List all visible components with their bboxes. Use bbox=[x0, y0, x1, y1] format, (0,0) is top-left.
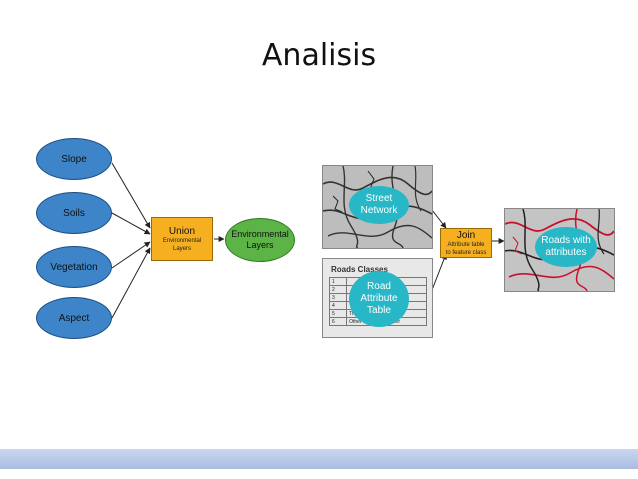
road-label-line2: Attribute bbox=[360, 293, 398, 304]
input-vegetation: Vegetation bbox=[36, 246, 112, 288]
arrow-table-to-join bbox=[431, 253, 447, 291]
env-output-line2: Layers bbox=[246, 240, 274, 250]
union-subtitle-line1: Environmental bbox=[162, 237, 202, 244]
input-label: Soils bbox=[63, 207, 85, 219]
street-network-label: Street Network bbox=[349, 186, 409, 224]
env-output-line1: Environmental bbox=[231, 229, 289, 239]
join-box: Join Attribute table to feature class bbox=[440, 228, 492, 258]
union-title: Union bbox=[168, 225, 196, 237]
input-label: Slope bbox=[61, 153, 87, 165]
roads-with-attributes-map: Roads with attributes bbox=[504, 208, 615, 292]
input-label: Aspect bbox=[58, 312, 90, 324]
road-attribute-table-panel: Roads Classes 1sphalt 2sphalt 3ement 4Di… bbox=[322, 258, 433, 338]
join-subtitle-line1: Attribute table bbox=[447, 241, 485, 248]
union-box: Union Environmental Layers bbox=[151, 217, 213, 261]
arrow-vegetation-to-union bbox=[111, 241, 151, 269]
road-label-line1: Road bbox=[367, 281, 391, 292]
street-label-line1: Street bbox=[365, 193, 393, 204]
union-subtitle-line2: Layers bbox=[172, 245, 191, 252]
footer-band bbox=[0, 449, 638, 469]
arrow-aspect-to-union bbox=[111, 247, 151, 319]
road-table-heading: Roads Classes bbox=[331, 265, 388, 274]
env-layers-output: Environmental Layers bbox=[225, 218, 295, 262]
input-soils: Soils bbox=[36, 192, 112, 234]
join-title: Join bbox=[456, 229, 476, 241]
table-cell: 2 bbox=[328, 285, 348, 294]
roads-output-label: Roads with attributes bbox=[535, 227, 597, 267]
road-label-line3: Table bbox=[367, 305, 391, 316]
table-cell: 3 bbox=[328, 293, 348, 302]
table-cell: 6 bbox=[328, 317, 348, 326]
roads-label-line1: Roads with bbox=[541, 235, 591, 246]
slide-title: Analisis bbox=[261, 38, 377, 73]
street-label-line2: Network bbox=[360, 205, 398, 216]
arrow-slope-to-union bbox=[111, 162, 151, 229]
table-cell: 1 bbox=[328, 277, 348, 286]
arrow-street-to-join bbox=[431, 209, 447, 229]
arrow-soils-to-union bbox=[111, 212, 151, 235]
street-network-map: Street Network bbox=[322, 165, 433, 249]
table-cell: 5 bbox=[328, 309, 348, 318]
join-subtitle-line2: to feature class bbox=[445, 249, 487, 256]
input-aspect: Aspect bbox=[36, 297, 112, 339]
roads-label-line2: attributes bbox=[545, 247, 587, 258]
input-label: Vegetation bbox=[50, 261, 98, 273]
input-slope: Slope bbox=[36, 138, 112, 180]
table-cell: 4 bbox=[328, 301, 348, 310]
road-table-label: Road Attribute Table bbox=[349, 271, 409, 327]
